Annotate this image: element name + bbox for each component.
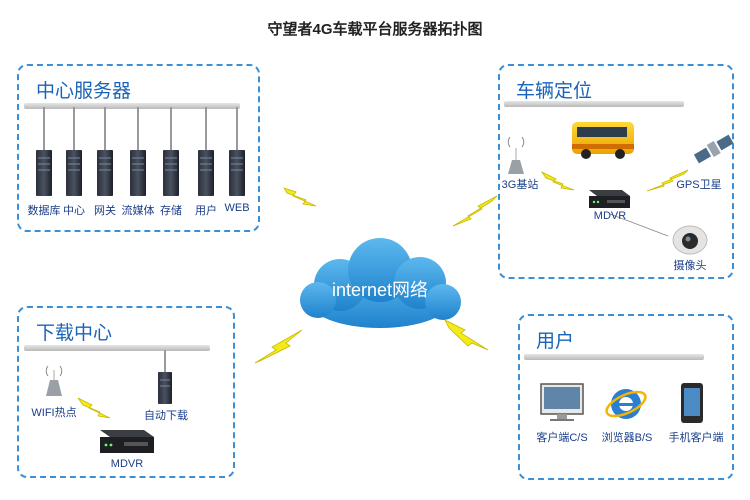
center-server-rail <box>24 103 240 109</box>
mdvr-label-vehicle: MDVR <box>593 210 627 222</box>
lightning-icon-user <box>444 319 489 351</box>
auto-download-label: 自动下载 <box>144 410 188 422</box>
server-icon-web <box>229 107 245 196</box>
wifi-hotspot-tower-icon <box>45 365 63 396</box>
server-icon-gateway <box>97 107 113 196</box>
lightning-icon-wifi <box>77 397 111 419</box>
center-server-panel <box>17 64 260 232</box>
lightning-icon-download <box>254 329 303 364</box>
mobile-client-label: 手机客户端 <box>668 432 724 444</box>
base-station-tower-icon <box>507 136 525 174</box>
camera-label: 摄像头 <box>673 260 707 272</box>
internet-cloud-label: internet网络 <box>331 280 429 300</box>
camera-icon <box>672 225 708 255</box>
bus-icon <box>572 122 634 159</box>
vehicle-location-title: 车辆定位 <box>516 81 593 102</box>
server-icon-media <box>130 107 146 196</box>
mobile-client-icon <box>681 383 703 423</box>
server-label-gateway: 网关 <box>94 205 116 217</box>
lightning-icon-3g <box>540 170 575 191</box>
server-label-user: 用户 <box>195 205 217 217</box>
server-label-storage: 存储 <box>160 205 182 217</box>
camera-connector <box>609 213 669 237</box>
server-label-center: 中心 <box>63 205 85 217</box>
browser-client-label: 浏览器B/S <box>601 432 653 444</box>
lightning-bolts <box>77 169 689 419</box>
desktop-client-label: 客户端C/S <box>536 432 588 444</box>
lightning-icon-center <box>283 187 317 207</box>
center-server-title: 中心服务器 <box>36 81 132 102</box>
internet-cloud-icon <box>300 238 461 328</box>
server-rack-group <box>36 107 245 196</box>
server-label-media: 流媒体 <box>121 205 155 217</box>
desktop-client-icon <box>540 383 584 421</box>
auto-download-server-icon <box>158 350 172 404</box>
lightning-icon-gps <box>646 169 689 192</box>
mdvr-label-download: MDVR <box>110 458 144 470</box>
vehicle-rail <box>504 101 684 107</box>
download-center-panel <box>17 306 235 478</box>
user-rail <box>524 354 704 360</box>
user-title: 用户 <box>536 331 575 352</box>
server-icon-db <box>36 107 52 196</box>
server-label-db: 数据库 <box>27 205 61 217</box>
vehicle-location-panel <box>498 64 734 279</box>
download-rail <box>24 345 210 351</box>
download-center-title: 下载中心 <box>36 323 113 344</box>
wifi-hotspot-label: WIFI热点 <box>31 407 77 419</box>
gps-satellite-icon <box>693 134 734 164</box>
base-station-label: 3G基站 <box>501 179 539 191</box>
user-panel <box>518 314 734 480</box>
server-icon-center <box>66 107 82 196</box>
server-icon-user <box>198 107 214 196</box>
ie-browser-icon <box>605 389 647 419</box>
mdvr-device-icon-download <box>100 430 154 453</box>
server-label-web: WEB <box>224 202 250 214</box>
mdvr-device-icon-vehicle <box>589 190 630 208</box>
diagram-title: 守望者4G车载平台服务器拓扑图 <box>267 21 483 38</box>
lightning-icon-vehicle <box>452 195 498 227</box>
server-icon-storage <box>163 107 179 196</box>
gps-satellite-label: GPS卫星 <box>676 179 722 191</box>
